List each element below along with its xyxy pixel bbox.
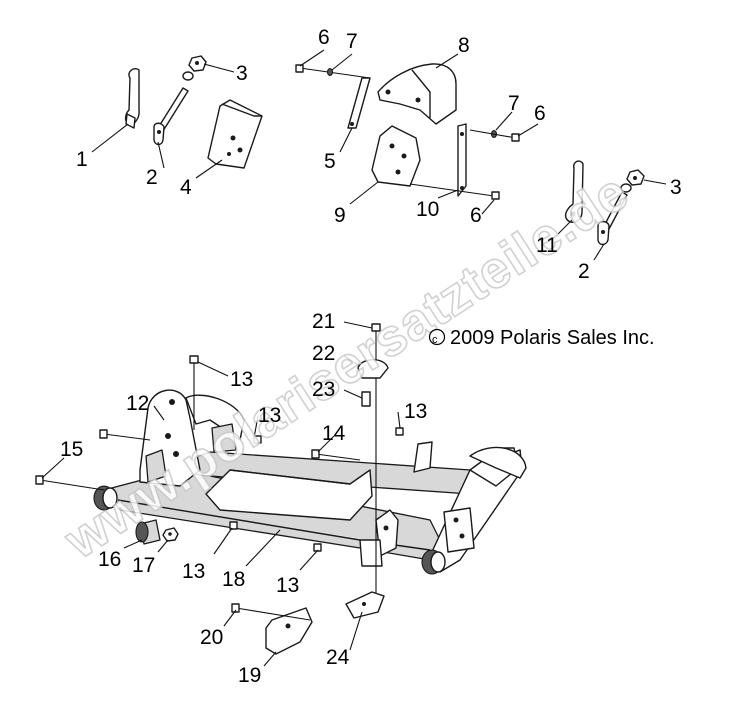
part-13-bolt-right [395,427,404,436]
callout-12: 12 [126,392,149,415]
callout-13: 13 [276,574,299,597]
callout-22: 22 [312,342,335,365]
callout-8: 8 [458,34,470,57]
callout-5: 5 [324,150,336,173]
part-9-mount [371,125,421,187]
copyright-icon [428,328,446,346]
callout-19: 19 [238,664,261,687]
right-bushing [421,549,446,575]
callout-6: 6 [470,204,482,227]
callout-18: 18 [222,568,245,591]
callout-20: 20 [200,626,223,649]
callout-11: 11 [536,234,558,257]
part-16-bushing-lower [135,519,161,545]
callout-numbers: 1 2 3 4 5 6 7 8 7 6 9 10 6 3 11 2 21 22 … [60,26,682,687]
callout-13: 13 [182,560,205,583]
part-13-bolt-top [189,355,199,430]
callout-16: 16 [98,548,121,571]
callout-6: 6 [534,102,546,125]
callout-6: 6 [318,26,330,49]
callout-15: 15 [60,438,83,461]
callout-23: 23 [312,378,335,401]
callout-9: 9 [334,204,346,227]
part-23-spacer [361,391,371,407]
callout-13: 13 [404,400,427,423]
part-5-strap [347,77,371,129]
callout-24: 24 [326,646,350,669]
callout-17: 17 [132,554,155,577]
part-15-bolt [35,475,105,491]
part-10-plate [457,123,467,197]
part-12-bolt [99,429,151,441]
copyright-notice: c 2009 Polaris Sales Inc. [428,327,655,349]
callout-4: 4 [180,176,192,199]
part-11-bracket [564,160,584,223]
part-6-bolt-top [295,64,371,79]
part-18-frame [103,389,527,573]
part-14-bolt [311,449,361,461]
part-24-plate [345,591,385,619]
part-8-housing [377,63,457,125]
part-6-bolt-right [469,129,520,142]
callout-2: 2 [146,166,158,189]
part-7-washer-top [326,67,334,77]
part-19-bracket [265,607,313,655]
part-16-bushing [93,485,118,511]
part-17-nut [162,527,179,542]
part-2-link-left [153,87,189,146]
part-3-nut-left [182,55,207,81]
copyright-symbol-letter: c [432,334,438,346]
part-6-bolt-bottom [409,183,500,200]
callout-13: 13 [230,368,253,391]
part-22-clamp [357,359,389,379]
callout-3: 3 [670,176,682,199]
callout-14: 14 [322,422,346,445]
callout-21: 21 [312,310,335,333]
part-2-link-right [597,191,628,246]
part-3-nut-right [620,169,645,193]
callout-7: 7 [508,92,520,115]
callout-leaders [41,49,667,667]
callout-7: 7 [346,30,358,53]
copyright-text: 2009 Polaris Sales Inc. [450,327,655,349]
callout-1: 1 [76,148,88,171]
part-4-cover [207,99,263,169]
part-20-bolt [231,603,311,621]
callout-2: 2 [578,260,590,283]
part-13-bolt-lower [229,521,238,530]
callout-10: 10 [416,198,439,221]
callout-3: 3 [236,62,248,85]
callout-13: 13 [258,404,281,427]
part-13-bolt-pad [253,435,262,444]
part-1-bracket [124,68,140,129]
